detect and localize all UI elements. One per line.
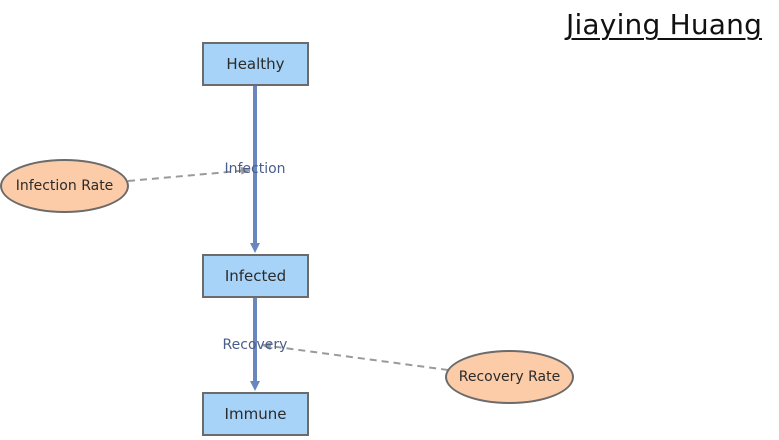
flow-label-recovery[interactable]: Recovery	[222, 337, 288, 353]
stock-infected[interactable]: Infected	[202, 254, 309, 298]
converter-recovery-rate[interactable]: Recovery Rate	[445, 350, 574, 404]
author-name: Jiaying Huang	[566, 8, 763, 41]
infection-rate-link[interactable]	[127, 166, 251, 182]
stock-healthy[interactable]: Healthy	[202, 42, 309, 86]
flow-label-infection[interactable]: Infection	[224, 161, 286, 177]
converter-infection-rate[interactable]: Infection Rate	[0, 159, 129, 213]
recovery-rate-link[interactable]	[261, 342, 449, 371]
stock-immune[interactable]: Immune	[202, 392, 309, 436]
